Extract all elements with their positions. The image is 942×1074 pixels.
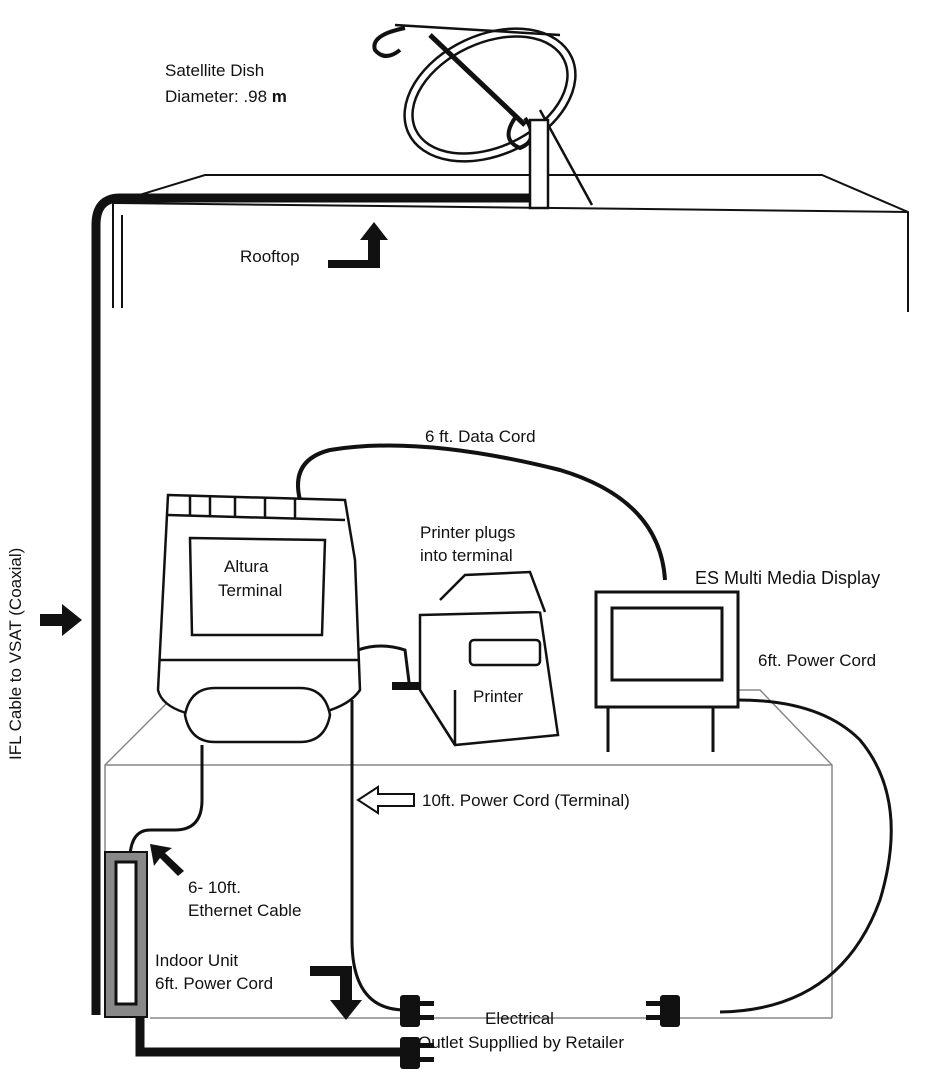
printer-plugs-label-1: Printer plugs xyxy=(420,523,516,542)
ifl-cable-label: IFL Cable to VSAT (Coaxial) xyxy=(6,547,25,760)
indoor-unit-label-2: 6ft. Power Cord xyxy=(155,974,274,993)
ethernet-cable xyxy=(128,745,204,856)
es-display-label: ES Multi Media Display xyxy=(695,568,881,588)
altura-terminal xyxy=(156,493,362,744)
display-power-cord-label: 6ft. Power Cord xyxy=(758,651,877,670)
rooftop-box xyxy=(112,174,909,312)
electrical-label-1: Electrical xyxy=(485,1009,554,1028)
diameter-value: Diameter: .98 xyxy=(165,87,268,106)
terminal-cord-arrow xyxy=(356,785,415,815)
ethernet-arrow xyxy=(150,844,184,876)
satellite-dish xyxy=(372,23,594,210)
indoor-unit-label-1: Indoor Unit xyxy=(155,951,239,970)
rooftop-arrow xyxy=(328,222,388,268)
printer-cable xyxy=(357,644,412,691)
display-power-cord xyxy=(719,698,893,1014)
terminal-power-cord xyxy=(350,700,406,1012)
printer-plugs-label-2: into terminal xyxy=(420,546,513,565)
plug-display xyxy=(646,995,680,1027)
diameter-label: Diameter: .98 m xyxy=(165,86,287,108)
printer-plug xyxy=(392,682,420,690)
rooftop-label: Rooftop xyxy=(240,247,300,266)
terminal-power-cord-label: 10ft. Power Cord (Terminal) xyxy=(422,791,630,810)
indoor-unit-power-cord xyxy=(135,1017,400,1057)
data-cord-label: 6 ft. Data Cord xyxy=(425,427,536,446)
ethernet-label-2: Ethernet Cable xyxy=(188,901,302,920)
altura-label-1: Altura xyxy=(224,557,269,576)
indoor-unit xyxy=(104,851,148,1018)
diameter-unit: m xyxy=(271,87,287,106)
ifl-arrow xyxy=(40,604,82,636)
plug-terminal xyxy=(400,995,434,1027)
altura-label-2: Terminal xyxy=(218,581,283,600)
satellite-dish-label: Satellite Dish xyxy=(165,61,265,80)
data-cord xyxy=(296,443,667,581)
printer xyxy=(418,570,560,747)
indoor-power-arrow xyxy=(310,966,362,1020)
plug-indoor-unit xyxy=(400,1037,434,1069)
ethernet-label-1: 6- 10ft. xyxy=(188,878,241,897)
electrical-label-2: Outlet Suppllied by Retailer xyxy=(418,1033,625,1052)
printer-label: Printer xyxy=(473,687,524,706)
es-display xyxy=(594,590,740,752)
ifl-cable xyxy=(91,193,530,1015)
